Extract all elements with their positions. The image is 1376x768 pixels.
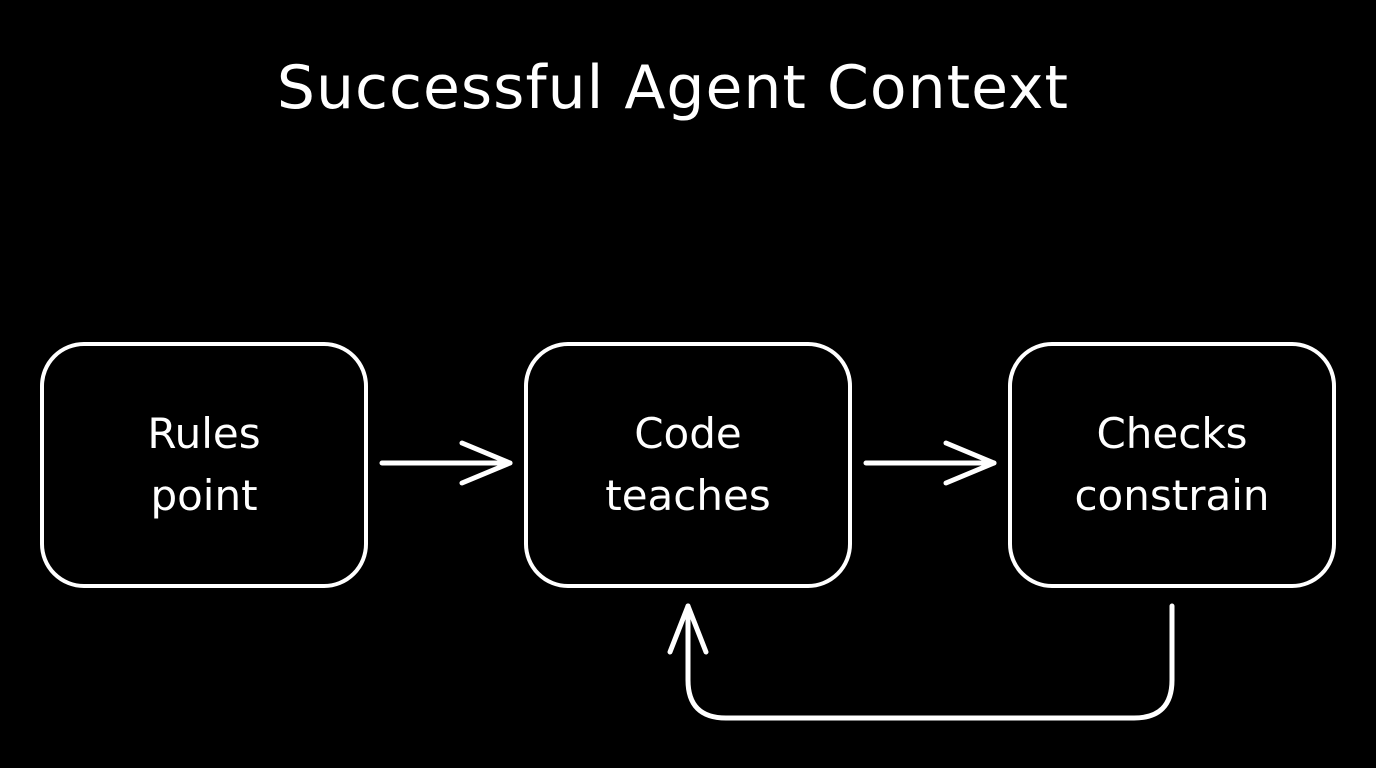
edge-checks-to-code: [667, 603, 1175, 721]
node-label: Rules: [147, 409, 261, 458]
node-checks: Checks constrain: [1008, 342, 1336, 588]
node-rules: Rules point: [40, 342, 368, 588]
edge-line: [685, 603, 1175, 721]
arrowhead-icon: [667, 603, 709, 655]
node-label: Checks: [1096, 409, 1248, 458]
node-label: Code: [634, 409, 742, 458]
arrowhead-icon: [943, 440, 997, 486]
node-label: teaches: [605, 471, 771, 520]
node-code: Code teaches: [524, 342, 852, 588]
edge-code-to-checks: [863, 440, 997, 486]
diagram-title: Successful Agent Context: [276, 53, 1070, 123]
node-label: constrain: [1074, 471, 1270, 520]
edge-rules-to-code: [379, 440, 513, 486]
arrowhead-icon: [459, 440, 513, 486]
node-label: point: [150, 471, 258, 520]
